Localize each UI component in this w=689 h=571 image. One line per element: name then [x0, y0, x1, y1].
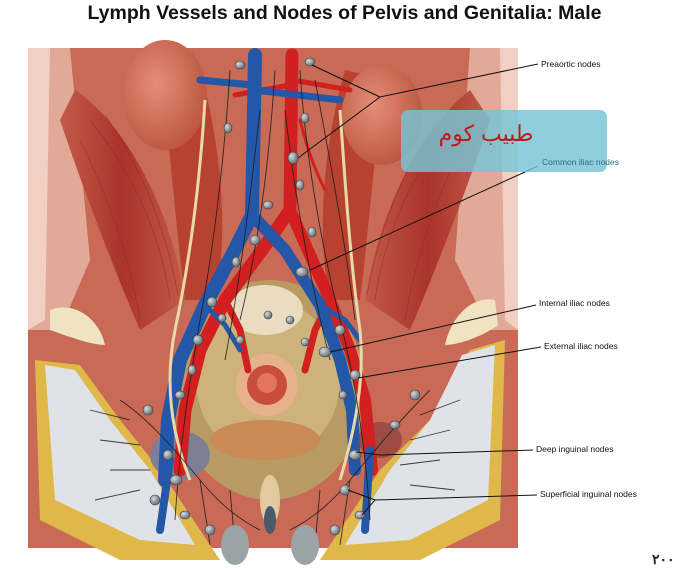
page-number: ۲۰۰: [652, 552, 675, 568]
leader-superficial-inguinal: [374, 494, 538, 501]
leader-external-iliac: [357, 346, 542, 379]
figure-title: Lymph Vessels and Nodes of Pelvis and Ge…: [87, 2, 602, 24]
label-preaortic-nodes: Preaortic nodes: [541, 59, 601, 69]
spermatic-cords: [221, 475, 319, 565]
leader-preaortic: [379, 63, 539, 98]
watermark-logo: طبيب كوم: [438, 122, 534, 147]
pelvic-bones: [35, 280, 505, 560]
watermark-box: طبيب كوم Common iliac nodes: [401, 110, 619, 172]
label-internal-iliac-nodes: Internal iliac nodes: [539, 298, 610, 308]
label-external-iliac-nodes: External iliac nodes: [544, 341, 618, 351]
leader-lines: [297, 63, 542, 516]
leader-internal-iliac: [329, 304, 537, 353]
rectum: [236, 354, 298, 416]
leader-common-iliac: [309, 165, 539, 271]
label-common-iliac-nodes: Common iliac nodes: [542, 157, 620, 167]
label-deep-inguinal-nodes: Deep inguinal nodes: [536, 444, 614, 454]
veins: [156, 48, 374, 534]
label-superficial-inguinal-nodes: Superficial inguinal nodes: [540, 489, 637, 499]
lymph-vessels: [89, 69, 461, 546]
leader-deep-inguinal: [379, 449, 534, 456]
ureters: [168, 99, 363, 481]
